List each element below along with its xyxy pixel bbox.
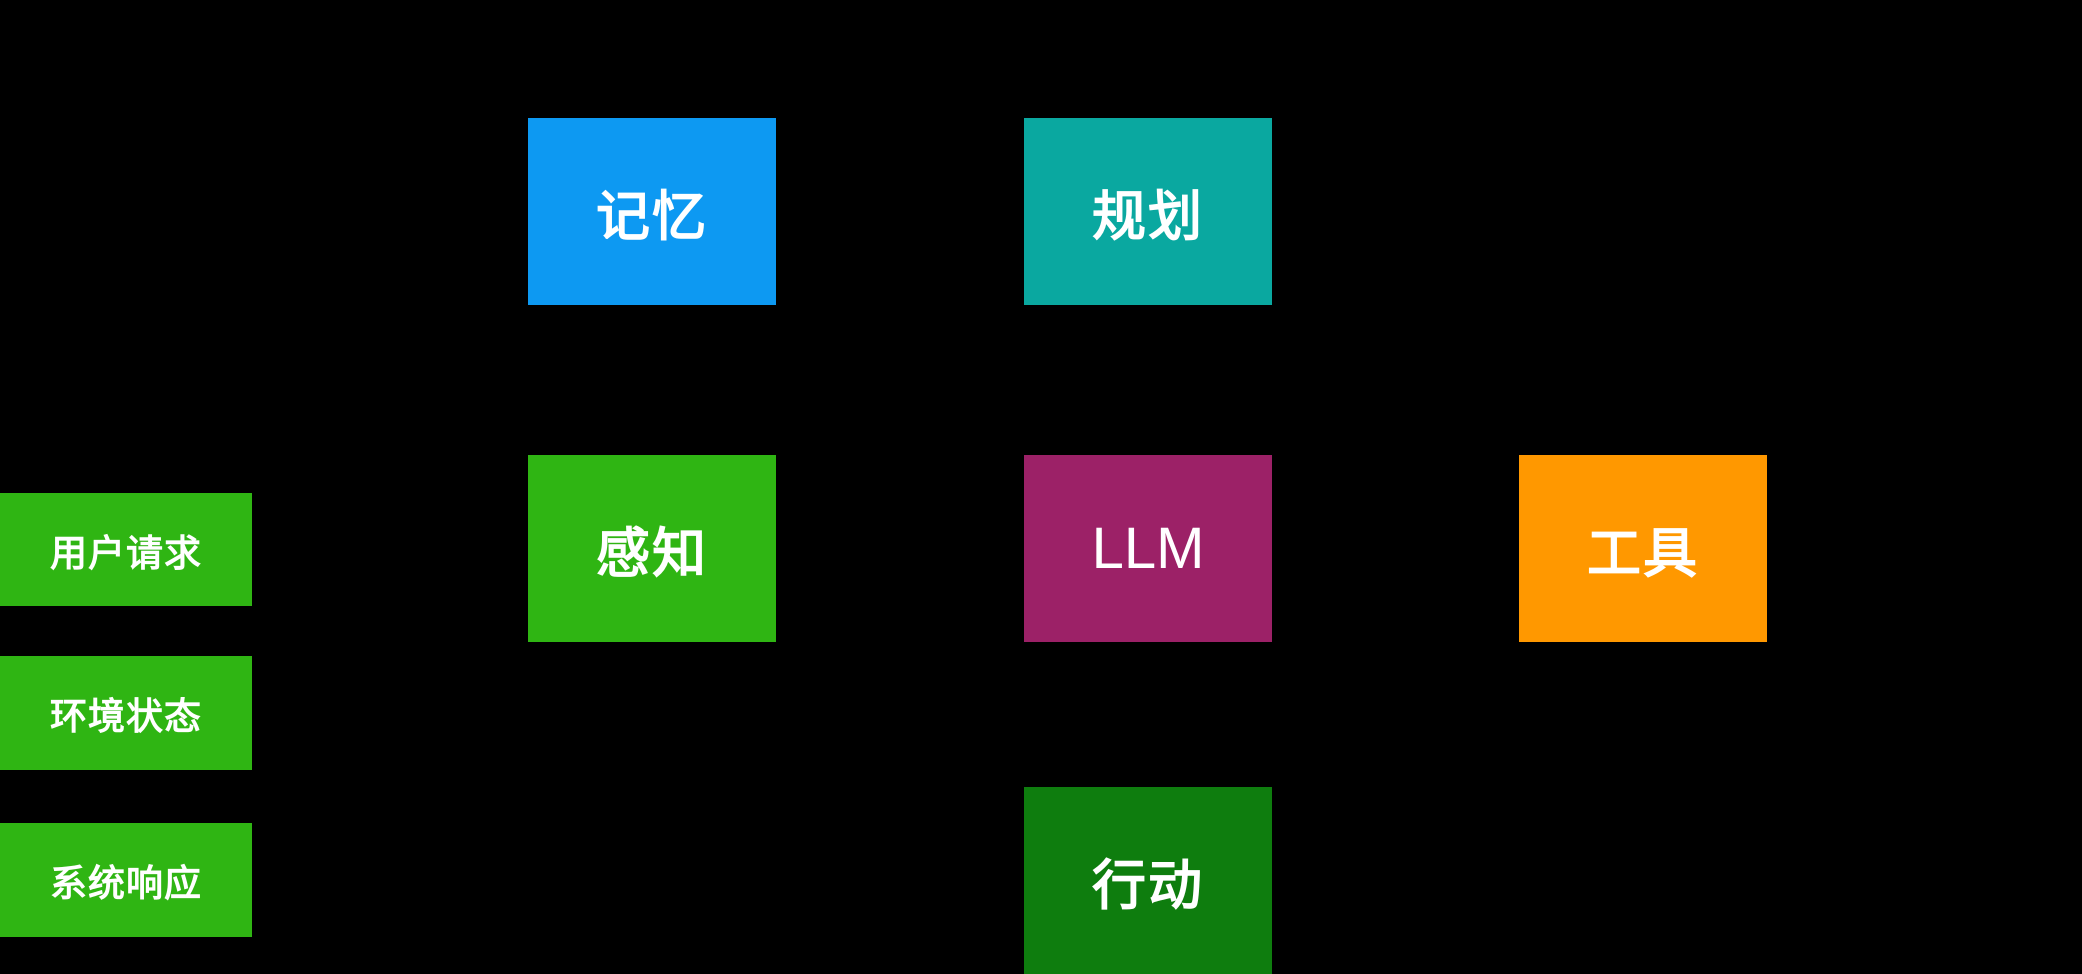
planning-node: 规划 — [1024, 118, 1272, 305]
action-label: 行动 — [1092, 856, 1204, 916]
memory-node: 记忆 — [528, 118, 776, 305]
llm-node: LLM — [1024, 455, 1272, 642]
user-request-node: 用户请求 — [0, 493, 252, 606]
environment-state-label: 环境状态 — [50, 696, 202, 737]
perception-node: 感知 — [528, 455, 776, 642]
memory-label: 记忆 — [596, 187, 708, 247]
system-response-node: 系统响应 — [0, 823, 252, 937]
perception-label: 感知 — [596, 524, 708, 584]
planning-label: 规划 — [1092, 187, 1204, 247]
environment-state-node: 环境状态 — [0, 656, 252, 770]
action-node: 行动 — [1024, 787, 1272, 974]
tools-node: 工具 — [1519, 455, 1767, 642]
system-response-label: 系统响应 — [50, 863, 202, 904]
llm-label: LLM — [1091, 516, 1205, 581]
user-request-label: 用户请求 — [50, 532, 202, 574]
tools-label: 工具 — [1587, 524, 1699, 584]
